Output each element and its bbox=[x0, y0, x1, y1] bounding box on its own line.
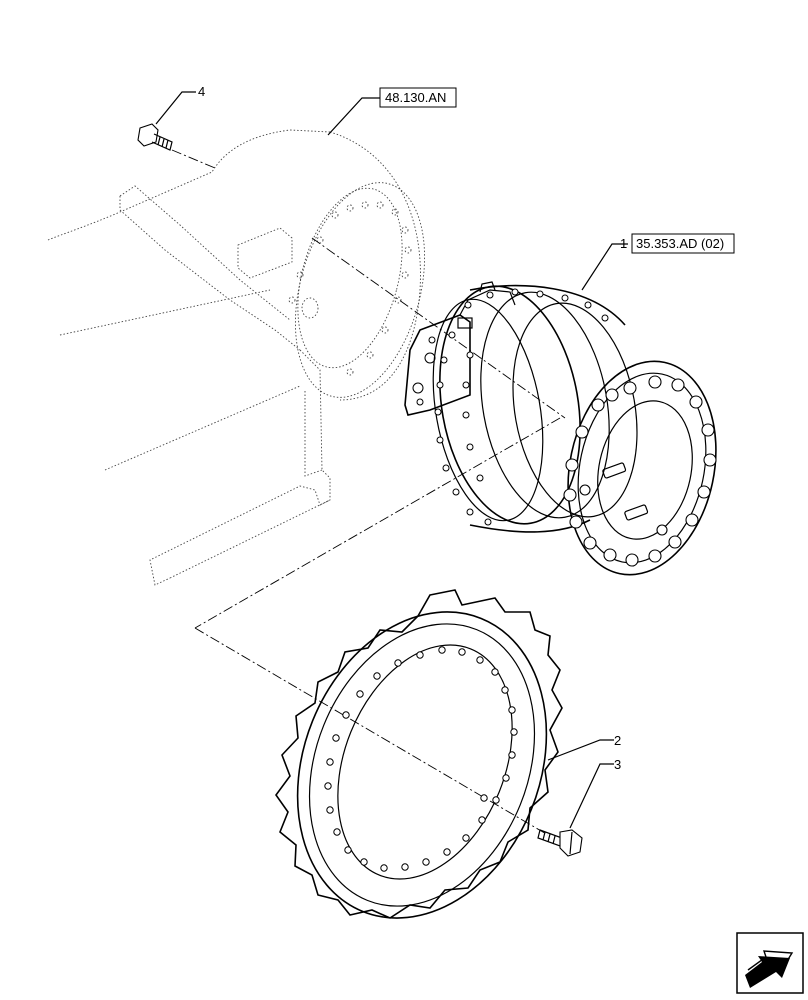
callout-3: 3 bbox=[614, 757, 621, 772]
ref-frame-label: 48.130.AN bbox=[385, 90, 446, 105]
callout-2: 2 bbox=[614, 733, 621, 748]
centerlines bbox=[171, 149, 566, 836]
sprocket-part-2 bbox=[275, 589, 563, 919]
callout-ref-frame[interactable]: 48.130.AN bbox=[379, 87, 457, 108]
ref-motor-label: 35.353.AD (02) bbox=[636, 236, 724, 251]
leader-lines bbox=[155, 91, 628, 829]
bolt-part-4 bbox=[137, 123, 173, 151]
callout-1: 1 bbox=[620, 236, 627, 251]
callout-4-label: 4 bbox=[198, 84, 205, 99]
track-frame-outline bbox=[47, 129, 426, 586]
bolt-part-3 bbox=[537, 829, 583, 857]
travel-motor-part-1 bbox=[404, 281, 717, 576]
arrow-icon[interactable] bbox=[736, 932, 804, 994]
callout-1-label: 1 bbox=[620, 236, 627, 251]
callout-3-label: 3 bbox=[614, 757, 621, 772]
callout-4: 4 bbox=[198, 84, 205, 99]
callout-ref-motor[interactable]: 35.353.AD (02) bbox=[631, 233, 735, 254]
callout-2-label: 2 bbox=[614, 733, 621, 748]
